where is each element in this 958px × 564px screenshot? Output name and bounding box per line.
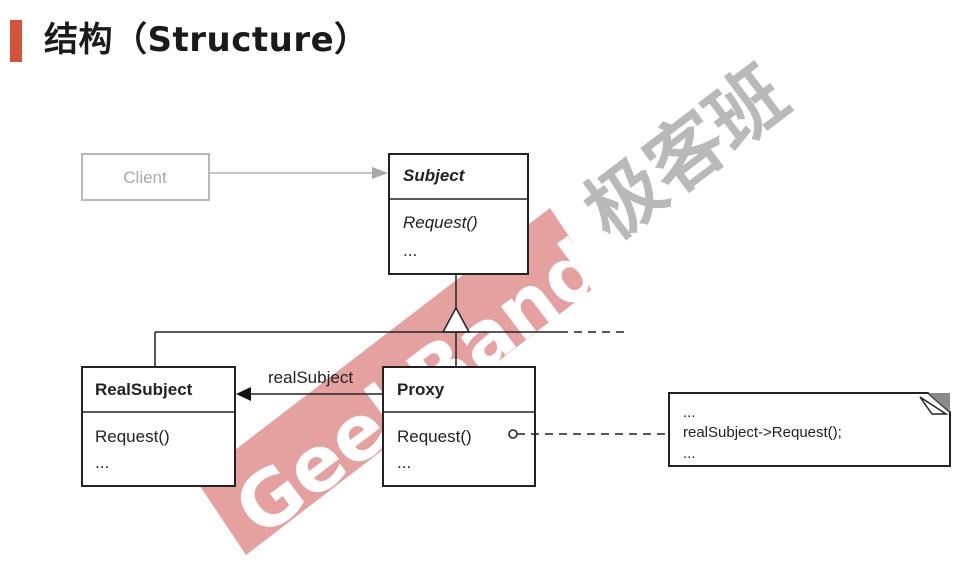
note-connector xyxy=(508,429,668,439)
note-anchor-circle-icon xyxy=(508,429,518,439)
association-label: realSubject xyxy=(268,368,353,387)
proxy-operation-more: ... xyxy=(397,453,411,472)
subject-operation: Request() xyxy=(403,213,478,232)
client-subject-association xyxy=(209,167,388,179)
note-dogear-icon xyxy=(928,393,950,412)
subject-operation-more: ... xyxy=(403,241,417,260)
proxy-realsubject-association: realSubject xyxy=(236,368,383,401)
note-line-3: ... xyxy=(683,445,696,462)
association-arrowhead-icon xyxy=(372,167,388,179)
real-subject-class: RealSubject Request() ... xyxy=(81,366,236,487)
association-filled-arrowhead-icon xyxy=(236,387,251,401)
real-subject-class-name: RealSubject xyxy=(95,380,193,399)
real-subject-operation-more: ... xyxy=(95,453,109,472)
real-subject-operation: Request() xyxy=(95,427,170,446)
note-line-1: ... xyxy=(683,404,696,421)
client-class: Client xyxy=(81,153,210,201)
subject-class: Subject Request() ... xyxy=(388,153,529,275)
client-class-name: Client xyxy=(123,168,167,187)
implementation-note: ... realSubject->Request(); ... xyxy=(668,392,951,467)
proxy-class: Proxy Request() ... xyxy=(382,366,536,487)
title-accent-bar xyxy=(10,20,22,62)
proxy-operation: Request() xyxy=(397,427,472,446)
subject-class-name: Subject xyxy=(403,166,466,185)
note-line-2: realSubject->Request(); xyxy=(683,424,842,441)
page-title: 结构（Structure） xyxy=(44,20,369,60)
inheritance-lines xyxy=(154,274,628,367)
proxy-class-name: Proxy xyxy=(397,380,445,399)
watermark-cjk-text: 极客班 xyxy=(568,49,804,257)
